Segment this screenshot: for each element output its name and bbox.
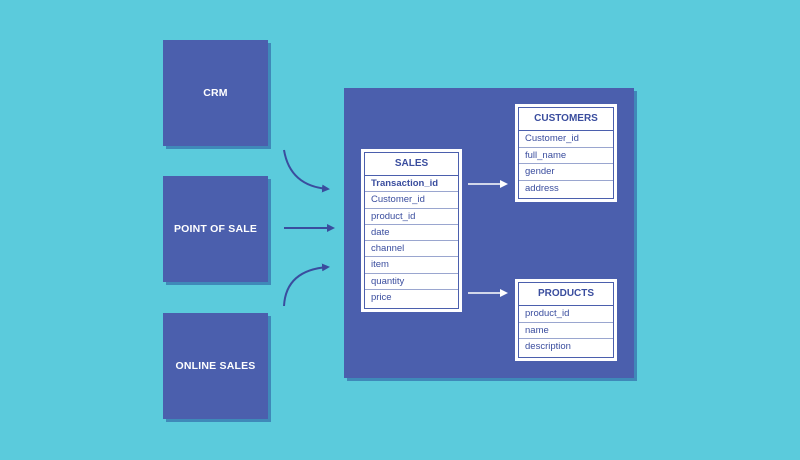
source-point-of-sale: POINT OF SALE bbox=[163, 176, 268, 282]
sales-field-price: price bbox=[371, 292, 392, 304]
source-online-sales-label: ONLINE SALES bbox=[175, 360, 256, 372]
source-online-sales: ONLINE SALES bbox=[163, 313, 268, 419]
customers-table: CUSTOMERS Customer_id full_name gender a… bbox=[515, 104, 617, 202]
sales-field-customer-id: Customer_id bbox=[365, 192, 458, 209]
source-crm: CRM bbox=[163, 40, 268, 146]
source-point-of-sale-label: POINT OF SALE bbox=[173, 223, 258, 235]
sales-field-date: date bbox=[365, 225, 458, 242]
arrow-crm-to-warehouse bbox=[283, 149, 330, 193]
sales-field-channel: channel bbox=[365, 241, 458, 258]
products-field-name: name bbox=[519, 323, 613, 340]
customers-field-full-name: full_name bbox=[519, 148, 613, 165]
products-table: PRODUCTS product_id name description bbox=[515, 279, 617, 361]
sales-table: SALES Transaction_id Customer_id product… bbox=[361, 149, 462, 312]
arrow-online-to-warehouse bbox=[283, 263, 330, 307]
products-table-title: PRODUCTS bbox=[519, 283, 613, 306]
sales-field-product-id: product_id bbox=[365, 209, 458, 225]
sales-field-item: item bbox=[365, 257, 458, 274]
customers-table-title: CUSTOMERS bbox=[519, 108, 613, 131]
customers-field-gender: gender bbox=[519, 164, 613, 181]
products-field-product-id: product_id bbox=[519, 306, 613, 323]
sales-field-quantity: quantity bbox=[365, 274, 458, 291]
customers-field-customer-id: Customer_id bbox=[519, 131, 613, 148]
products-field-description: description bbox=[525, 341, 571, 353]
customers-field-address: address bbox=[525, 182, 559, 194]
sales-field-transaction-id: Transaction_id bbox=[365, 176, 458, 193]
sales-table-title: SALES bbox=[365, 153, 458, 176]
source-crm-label: CRM bbox=[203, 87, 228, 99]
